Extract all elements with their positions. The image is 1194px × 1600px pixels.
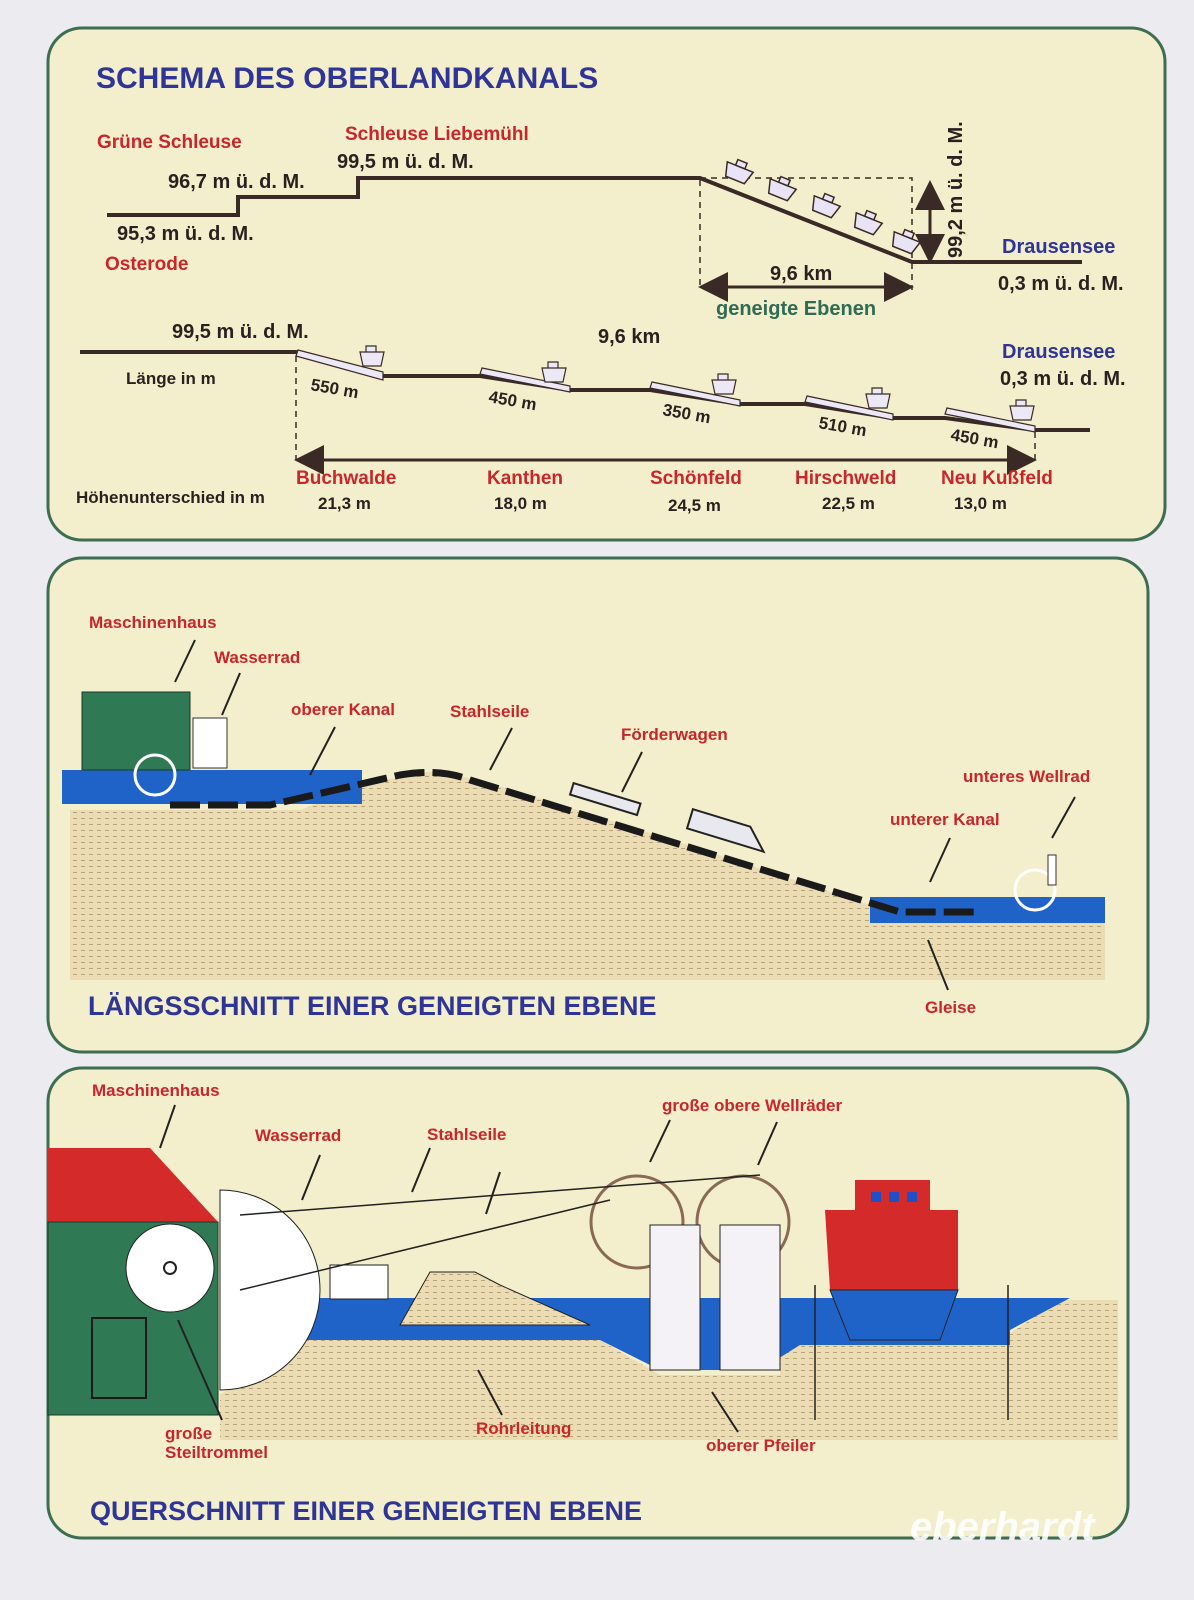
ground <box>70 771 1105 980</box>
ground <box>220 1300 1118 1440</box>
plane-name: Hirschweld <box>795 468 896 489</box>
plane-height: 22,5 m <box>822 494 875 513</box>
label-osterode: Osterode <box>105 254 188 275</box>
lower-wellrad-post <box>1047 854 1057 886</box>
label-gleise: Gleise <box>925 998 976 1017</box>
label-foerderwagen: Förderwagen <box>621 725 728 744</box>
label-unterer-kanal: unterer Kanal <box>890 810 1000 829</box>
schema-panel: SCHEMA DES OBERLANDKANALS Grüne Schleuse… <box>46 26 1167 542</box>
dist-bottom: 9,6 km <box>598 326 660 348</box>
querschnitt-title: QUERSCHNITT EINER GENEIGTEN EBENE <box>90 1496 642 1526</box>
label-maschinenhaus: Maschinenhaus <box>92 1081 220 1100</box>
schema-title: SCHEMA DES OBERLANDKANALS <box>96 62 598 95</box>
water-wheel-icon <box>133 753 177 797</box>
door <box>91 1317 147 1399</box>
pointer-arrows <box>174 639 1076 991</box>
wasserrad-icon <box>219 1189 321 1391</box>
label-steiltrommel-2: Steiltrommel <box>165 1443 268 1462</box>
label-gruene-schleuse: Grüne Schleuse <box>97 132 242 153</box>
label-oberer-kanal: oberer Kanal <box>291 700 395 719</box>
elev-03-top: 0,3 m ü. d. M. <box>998 273 1124 295</box>
label-rohrleitung: Rohrleitung <box>476 1419 571 1438</box>
label-stahlseile: Stahlseile <box>427 1125 506 1144</box>
pipe-hill <box>399 1271 591 1326</box>
label-hoehenunterschied: Höhenunterschied in m <box>76 488 265 507</box>
label-laenge: Länge in m <box>126 369 216 388</box>
querschnitt-panel: Maschinenhaus Wasserrad Stahlseile große… <box>46 1066 1130 1540</box>
drum-axle <box>163 1261 177 1275</box>
plane-height: 13,0 m <box>954 494 1007 513</box>
lower-canal-water <box>870 897 1105 923</box>
elev-995-top: 99,5 m ü. d. M. <box>337 151 474 173</box>
laengsschnitt-panel: Maschinenhaus Wasserrad oberer Kanal Sta… <box>46 556 1150 1054</box>
plane-name: Neu Kußfeld <box>941 468 1053 489</box>
label-drausensee-bottom: Drausensee <box>1002 341 1115 363</box>
elev-967: 96,7 m ü. d. M. <box>168 171 305 193</box>
elev-992: 99,2 m ü. d. M. <box>945 121 967 258</box>
label-schleuse-liebemuehl: Schleuse Liebemühl <box>345 124 529 145</box>
ships-on-slope <box>724 158 922 255</box>
label-wasserrad: Wasserrad <box>255 1126 341 1145</box>
label-steiltrommel-1: große <box>165 1424 212 1443</box>
plane-name: Kanthen <box>487 468 563 489</box>
dist-top: 9,6 km <box>770 263 832 285</box>
steiltrommel-icon <box>125 1223 215 1313</box>
roof <box>48 1148 218 1222</box>
ship <box>825 1180 959 1341</box>
label-wellraeder: große obere Wellräder <box>662 1096 843 1115</box>
plane-height: 18,0 m <box>494 494 547 513</box>
foerderwagen <box>568 781 766 854</box>
pointer-arrows <box>159 1104 778 1433</box>
upper-block <box>329 1264 389 1300</box>
elev-995-bottom: 99,5 m ü. d. M. <box>172 321 309 343</box>
pier <box>649 1224 781 1371</box>
elev-953: 95,3 m ü. d. M. <box>117 223 254 245</box>
label-maschinenhaus: Maschinenhaus <box>89 613 217 632</box>
plane-height: 24,5 m <box>668 496 721 515</box>
lower-wellrad-icon <box>1013 868 1057 912</box>
label-unteres-wellrad: unteres Wellrad <box>963 767 1090 786</box>
laengsschnitt-title: LÄNGSSCHNITT EINER GENEIGTEN EBENE <box>88 991 657 1021</box>
elev-03-bottom: 0,3 m ü. d. M. <box>1000 368 1126 390</box>
rails <box>170 768 980 916</box>
watermark: eberhardt <box>910 1505 1096 1549</box>
upper-canal-water <box>62 770 362 804</box>
label-stahlseile: Stahlseile <box>450 702 529 721</box>
label-geneigte-ebenen: geneigte Ebenen <box>716 298 876 320</box>
plane-height: 21,3 m <box>318 494 371 513</box>
label-wasserrad: Wasserrad <box>214 648 300 667</box>
machine-house <box>81 691 191 771</box>
plane-name: Buchwalde <box>296 468 396 489</box>
plane-name: Schönfeld <box>650 468 742 489</box>
profile-line-top <box>107 176 1082 264</box>
label-drausensee-top: Drausensee <box>1002 236 1115 258</box>
cables <box>239 1174 1009 1420</box>
inclined-planes <box>295 345 1036 433</box>
wheel-housing <box>192 717 228 769</box>
label-oberer-pfeiler: oberer Pfeiler <box>706 1436 816 1455</box>
